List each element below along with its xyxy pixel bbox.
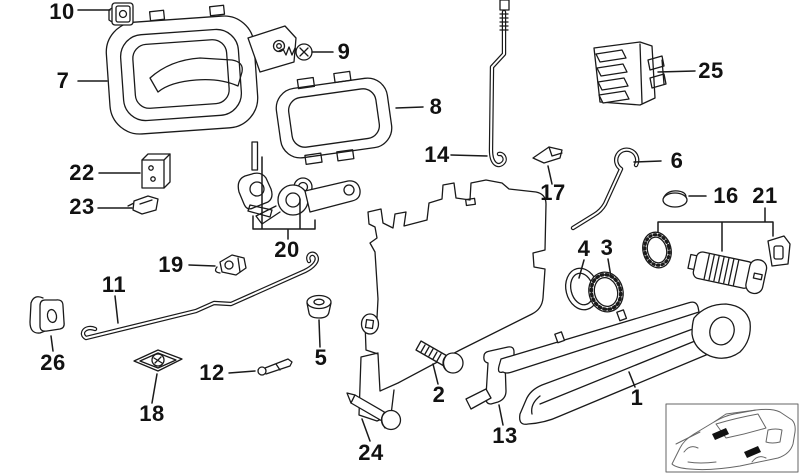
seal-ring-part-21 xyxy=(642,231,672,269)
part-label-12: 12 xyxy=(199,360,225,385)
part-label-19: 19 xyxy=(158,252,184,277)
block-part-22 xyxy=(141,153,171,189)
car-location-thumbnail xyxy=(665,403,799,473)
part-label-13: 13 xyxy=(492,423,518,448)
outer-door-handle-part-1 xyxy=(497,301,751,425)
lock-cylinder-part-21 xyxy=(687,251,768,295)
clip-part-17 xyxy=(532,146,563,164)
part-label-2: 2 xyxy=(432,382,446,407)
door-marker-rear xyxy=(744,446,761,458)
part-label-1: 1 xyxy=(630,385,644,410)
door-inner-panel xyxy=(358,179,547,422)
connector-part-25 xyxy=(593,41,667,106)
part-label-9: 9 xyxy=(337,39,351,64)
part-label-17: 17 xyxy=(540,180,566,205)
part-label-4: 4 xyxy=(577,236,591,261)
part-label-25: 25 xyxy=(698,58,724,83)
part-label-16: 16 xyxy=(713,183,739,208)
screw-part-2 xyxy=(415,340,464,374)
part-label-23: 23 xyxy=(69,194,95,219)
part-label-3: 3 xyxy=(600,235,614,260)
leader-lines xyxy=(50,9,774,442)
rod-part-14 xyxy=(488,0,510,168)
fastener-part-19 xyxy=(214,254,247,276)
rod-part-6 xyxy=(570,147,640,231)
part-label-18: 18 xyxy=(139,401,165,426)
ring-part-3 xyxy=(588,271,624,313)
part-label-10: 10 xyxy=(49,0,75,24)
part-label-11: 11 xyxy=(101,272,127,297)
part-label-20: 20 xyxy=(274,237,300,262)
pin-part-24 xyxy=(346,392,402,431)
clip-nut-part-26 xyxy=(29,296,65,334)
part-label-21: 21 xyxy=(752,183,778,208)
part-label-8: 8 xyxy=(429,94,443,119)
grommet-part-5 xyxy=(306,294,332,319)
spring-clip-part-12 xyxy=(257,358,293,376)
rod-part-11 xyxy=(80,251,319,341)
part-label-26: 26 xyxy=(40,350,66,375)
part-label-7: 7 xyxy=(56,68,70,93)
gasket-part-13 xyxy=(465,346,515,410)
clip-part-10 xyxy=(108,2,134,26)
plate-part-21 xyxy=(767,235,791,267)
screw-part-9 xyxy=(278,43,313,61)
trim-frame-part-8 xyxy=(275,70,393,165)
part-label-14: 14 xyxy=(424,142,450,167)
door-marker-front xyxy=(712,428,729,440)
clip-part-23 xyxy=(127,195,159,215)
interior-door-handle-part-7 xyxy=(105,4,297,135)
part-label-24: 24 xyxy=(358,440,384,465)
part-label-5: 5 xyxy=(314,345,328,370)
part-label-22: 22 xyxy=(69,160,95,185)
cap-part-16 xyxy=(662,190,688,208)
part-label-6: 6 xyxy=(670,148,684,173)
plate-part-18 xyxy=(133,349,183,372)
